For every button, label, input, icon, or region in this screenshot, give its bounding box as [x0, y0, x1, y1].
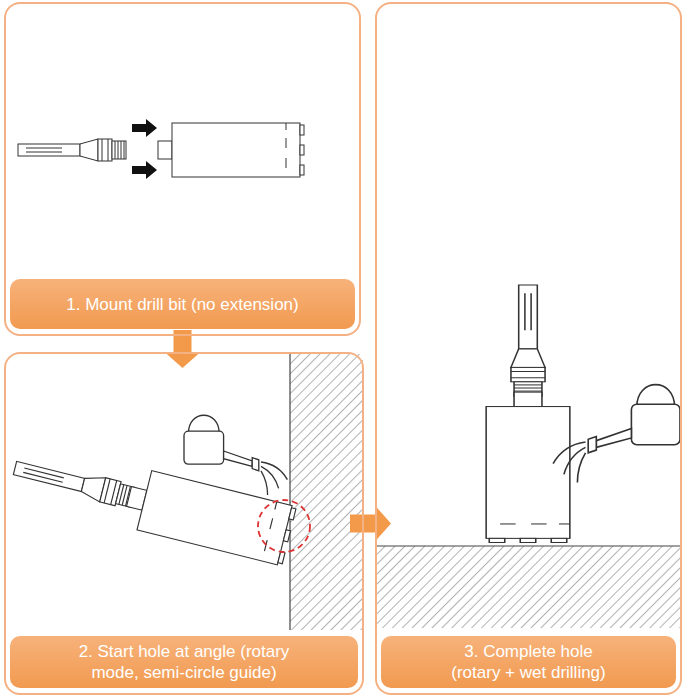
step-panel: 1. Mount drill bit (no extension): [4, 2, 361, 336]
step-arrow: [350, 506, 391, 542]
step-label: 3. Complete hole (rotary + wet drilling): [395, 641, 662, 683]
vertical-drill: [486, 285, 570, 543]
step-label: 1. Mount drill bit (no extension): [66, 294, 298, 315]
step-label: 2. Start hole at angle (rotary mode, sem…: [24, 641, 344, 683]
step-label-band: 3. Complete hole (rotary + wet drilling): [381, 636, 676, 688]
wall: [290, 354, 363, 630]
guide-circle: [258, 500, 310, 552]
watering-can: [553, 385, 680, 483]
step-panel: 3. Complete hole (rotary + wet drilling): [375, 2, 682, 695]
step-label-band: 1. Mount drill bit (no extension): [10, 279, 355, 329]
step-label-band: 2. Start hole at angle (rotary mode, sem…: [10, 636, 358, 688]
push-arrow: [132, 161, 157, 179]
step-panel: 2. Start hole at angle (rotary mode, sem…: [4, 352, 364, 695]
drill-parts: [18, 119, 304, 179]
watering-can: [184, 415, 287, 495]
push-arrow: [132, 119, 157, 137]
ground: [377, 546, 680, 628]
